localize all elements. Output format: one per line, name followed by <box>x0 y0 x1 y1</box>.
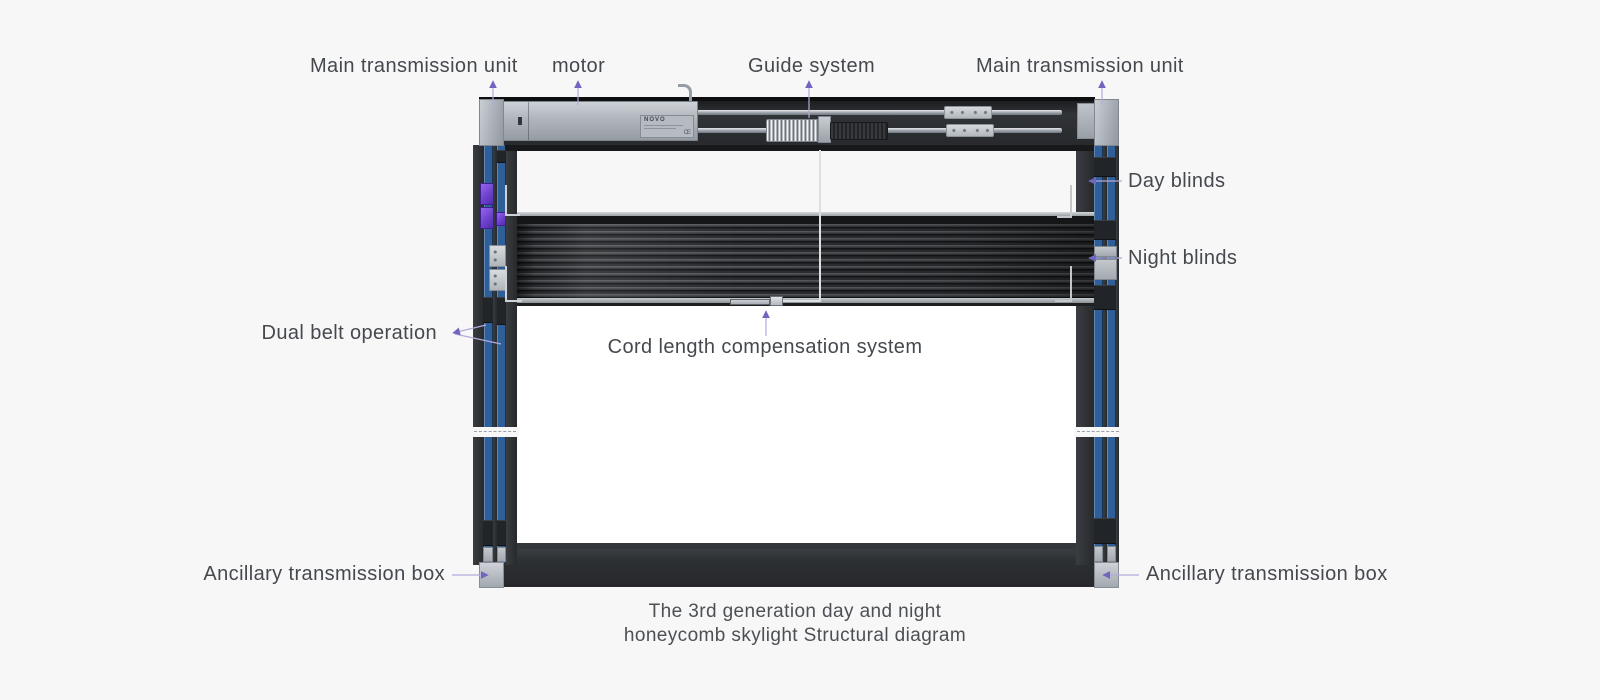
belt-dark-segment <box>1094 518 1116 544</box>
break-dash-line <box>1077 431 1119 432</box>
window-pane <box>517 306 1076 544</box>
caption-line-2: honeycomb skylight Structural diagram <box>623 625 967 646</box>
belt-end-fitting <box>1094 546 1103 562</box>
left-rail-mid-strip <box>493 145 497 565</box>
blinds-divider <box>517 216 1094 224</box>
belt-end-fitting <box>497 547 506 562</box>
belt-clip <box>1094 259 1117 280</box>
main-transmission-unit-right-step <box>1077 103 1095 139</box>
label-ancillary-box-left: Ancillary transmission box <box>203 563 445 585</box>
label-main-transmission-unit-right: Main transmission unit <box>976 55 1184 77</box>
belt-dark-segment <box>483 297 493 323</box>
cord-compensator-clip <box>770 296 783 306</box>
belt-dark-segment <box>497 520 506 546</box>
belt-connector-purple <box>496 212 506 226</box>
diagram-caption: The 3rd generation day and night honeyco… <box>495 600 1095 648</box>
left-belt-outer <box>484 145 493 563</box>
label-guide-system: Guide system <box>748 55 876 77</box>
right-belt-outer <box>1107 145 1116 563</box>
ancillary-transmission-box-right <box>1094 562 1119 588</box>
rail-break-right <box>1074 427 1122 437</box>
belt-connector-purple <box>480 183 494 205</box>
belt-dark-segment <box>1094 220 1116 240</box>
night-blinds-panel <box>517 224 1094 298</box>
belt-clip <box>489 269 506 291</box>
label-night-blinds: Night blinds <box>1128 247 1238 269</box>
left-belt-inner <box>497 145 506 563</box>
label-motor: motor <box>552 55 606 77</box>
label-day-blinds: Day blinds <box>1128 170 1226 192</box>
belt-clip <box>1094 246 1117 257</box>
cord-compensator-bar <box>730 299 770 305</box>
guide-spring-coil <box>766 119 820 142</box>
guide-cord-vertical <box>819 150 821 302</box>
motor-indicator <box>518 117 522 125</box>
bottom-frame-bar <box>484 549 1096 587</box>
rod-coupling-upper <box>944 106 992 119</box>
night-blind-bracket-left <box>505 266 522 302</box>
label-main-transmission-unit-left: Main transmission unit <box>310 55 518 77</box>
belt-connector-purple <box>480 207 494 229</box>
motor-brand-text: NOVO <box>644 117 666 123</box>
bottom-frame-top-strip <box>512 543 1078 551</box>
left-rail-inner-strip <box>506 145 517 565</box>
label-dual-belt-operation: Dual belt operation <box>261 322 437 344</box>
blind-top-slit <box>505 145 1094 151</box>
day-blinds-panel <box>517 150 1094 214</box>
left-rail-outer-strip <box>473 145 484 565</box>
belt-end-fitting <box>1107 546 1116 562</box>
night-blind-bracket-right <box>1055 266 1072 302</box>
guide-sleeve <box>830 122 888 140</box>
plate-text-line <box>644 128 677 129</box>
belt-end-fitting <box>483 547 493 562</box>
blinds-under-shadow <box>517 303 1094 306</box>
main-transmission-unit-right <box>1094 99 1119 146</box>
motor-seam <box>528 102 529 140</box>
day-blind-bracket-left <box>505 185 520 216</box>
right-rail-outer-edge <box>1116 145 1119 565</box>
caption-line-1: The 3rd generation day and night <box>648 601 942 622</box>
belt-clip <box>489 245 506 267</box>
rod-coupling-lower <box>946 124 994 137</box>
ancillary-transmission-box-left <box>479 562 504 588</box>
plate-text-line <box>644 125 684 126</box>
day-blinds-bottom-rail <box>517 212 1094 216</box>
belt-dark-segment <box>483 520 493 546</box>
belt-dark-segment <box>1094 285 1116 310</box>
right-rail-mid-strip <box>1103 145 1107 565</box>
break-dash-line <box>474 431 516 432</box>
belt-dark-segment <box>497 297 506 325</box>
label-ancillary-box-right: Ancillary transmission box <box>1146 563 1388 585</box>
top-frame-edge <box>479 97 1095 104</box>
drive-rod-upper <box>694 110 1062 115</box>
right-belt-inner <box>1094 145 1103 563</box>
cable-hook-icon <box>678 84 692 102</box>
rail-break-left <box>471 427 519 437</box>
label-cord-length-compensation: Cord length compensation system <box>607 336 923 358</box>
ce-mark-icon: CE <box>683 130 691 136</box>
main-transmission-unit-left <box>479 99 504 146</box>
belt-dark-segment <box>1094 157 1116 177</box>
guide-cord-horizontal <box>783 300 821 302</box>
belt-dark-segment <box>497 150 506 163</box>
day-blind-bracket-right <box>1057 185 1072 218</box>
motor-rating-plate: NOVO CE <box>640 115 694 138</box>
